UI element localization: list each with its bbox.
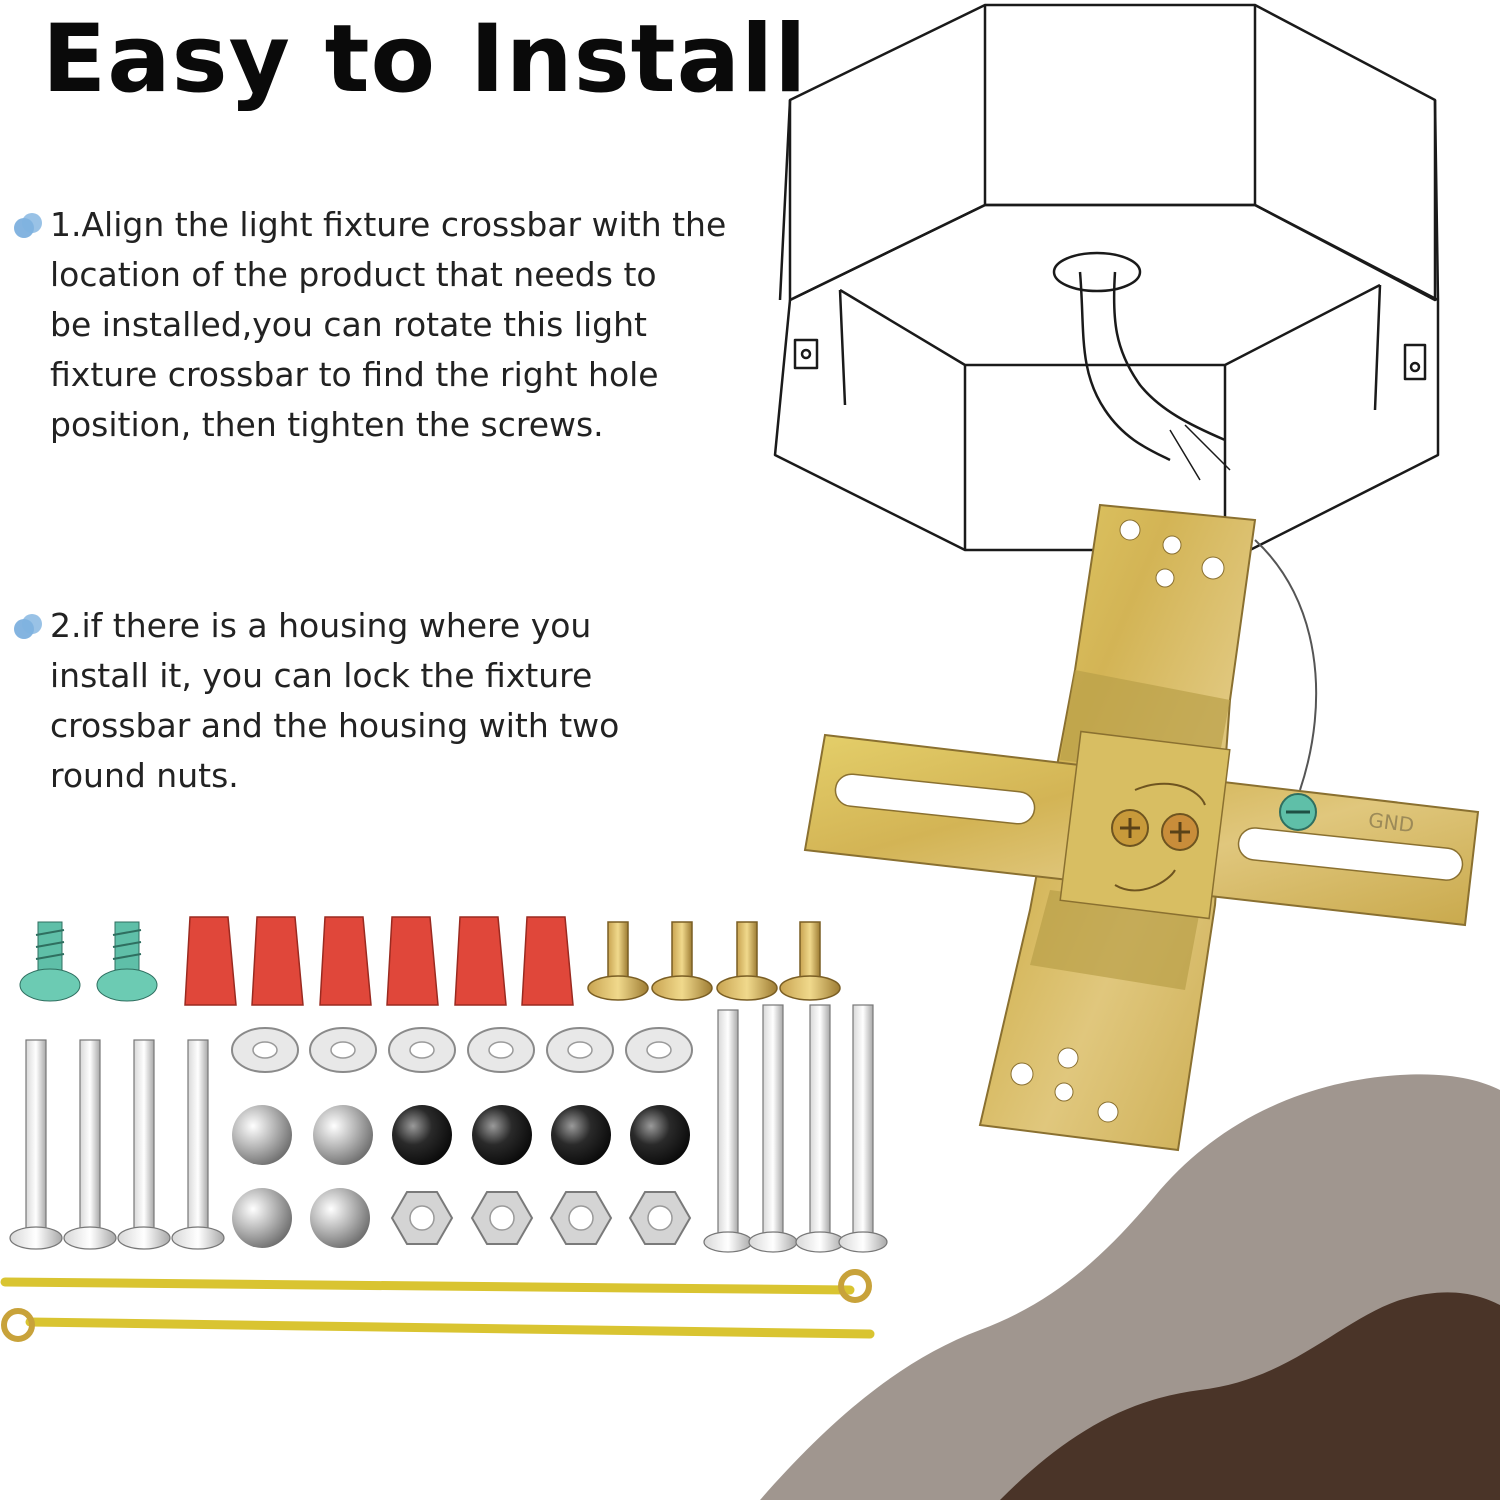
wire-nut <box>184 916 237 1006</box>
step-2-line-2: install it, you can lock the fixture <box>50 656 593 695</box>
green-ground-screw <box>19 921 81 1002</box>
step-1-line-4: fixture crossbar to find the right hole <box>50 355 659 394</box>
brass-screw <box>587 921 649 1001</box>
ball-nut-silver <box>313 1105 373 1165</box>
wire-nut <box>454 916 507 1006</box>
bullet-icon <box>14 213 42 238</box>
long-screw <box>117 1039 171 1250</box>
step-1-line-1: 1.Align the light fixture crossbar with … <box>50 205 727 244</box>
step-2-line-1: 2.if there is a housing where you <box>50 606 592 645</box>
step-1: 1.Align the light fixture crossbar with … <box>10 200 750 450</box>
wire-nut <box>521 916 574 1006</box>
wire-nut <box>386 916 439 1006</box>
green-ground-screw <box>96 921 158 1002</box>
ball-nut-black <box>630 1105 690 1165</box>
step-2: 2.if there is a housing where you instal… <box>10 601 750 801</box>
ball-nut-black <box>472 1105 532 1165</box>
step-1-line-3: be installed,you can rotate this light <box>50 305 647 344</box>
page-title: Easy to Install <box>42 5 808 114</box>
step-2-line-3: crossbar and the housing with two <box>50 706 620 745</box>
dark-wave <box>1000 1292 1500 1500</box>
ground-wire <box>1 1308 875 1342</box>
step-1-line-5: position, then tighten the screws. <box>50 405 604 444</box>
ball-nut-black <box>392 1105 452 1165</box>
ball-nut-black <box>551 1105 611 1165</box>
gnd-stamp: GND <box>1367 808 1415 837</box>
long-screw <box>63 1039 117 1250</box>
wire-nut <box>319 916 372 1006</box>
step-2-line-4: round nuts. <box>50 756 239 795</box>
long-screw <box>795 1004 845 1253</box>
brass-screw <box>716 921 778 1001</box>
bullet-icon <box>14 614 42 639</box>
brass-screw <box>779 921 841 1001</box>
long-screw <box>9 1039 63 1250</box>
long-screw <box>748 1004 798 1253</box>
wire-nut <box>251 916 304 1006</box>
ball-nut-silver <box>310 1188 370 1248</box>
brass-screw <box>651 921 713 1001</box>
ball-nut-silver <box>232 1188 292 1248</box>
ground-wire <box>0 1269 872 1303</box>
long-screw <box>703 1009 753 1253</box>
step-1-line-2: location of the product that needs to <box>50 255 657 294</box>
ball-nut-silver <box>232 1105 292 1165</box>
long-screw <box>838 1004 888 1253</box>
long-screw <box>171 1039 225 1250</box>
